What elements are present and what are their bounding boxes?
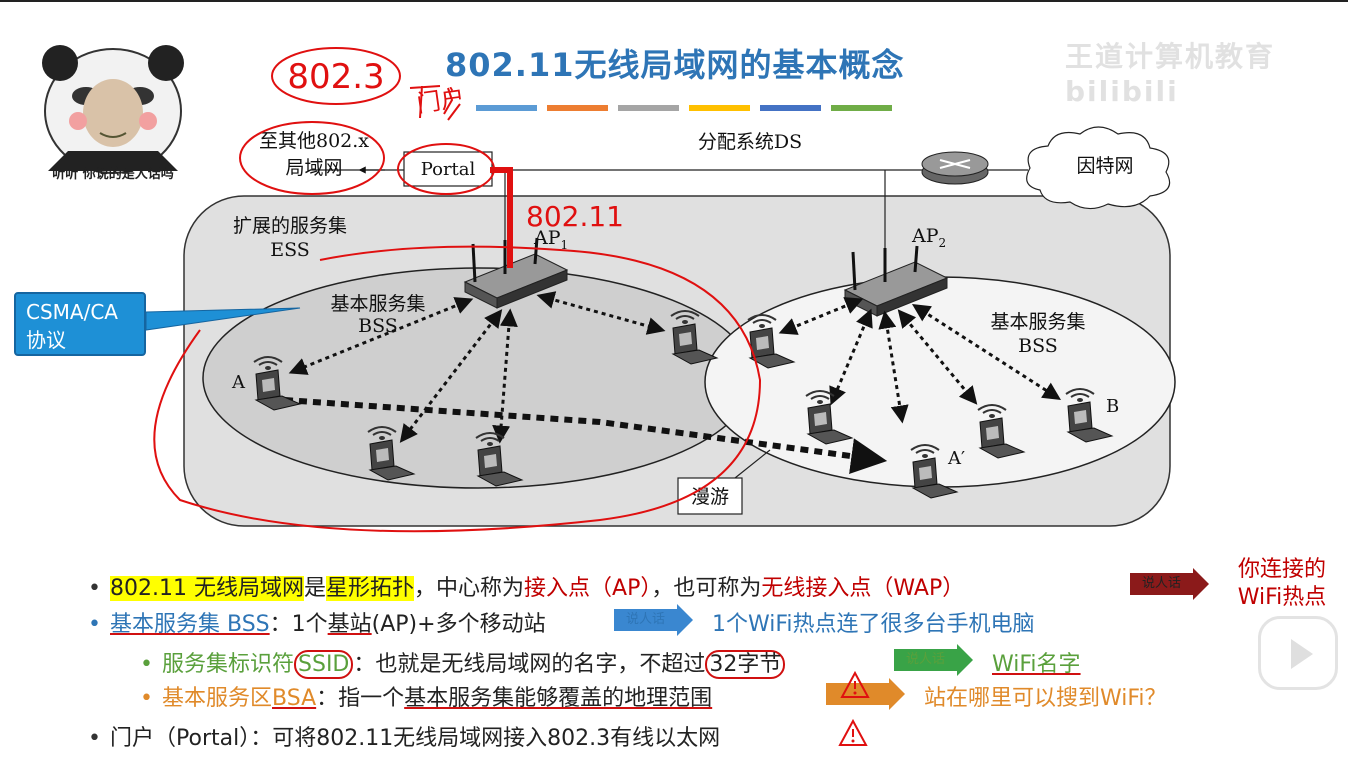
color-bar: [618, 105, 679, 111]
plain-talk-tag-3: 说人话: [894, 644, 974, 676]
text-also-called: ，也可称为: [651, 576, 762, 601]
warning-icon: [840, 670, 870, 698]
text-coverage: 基本服务集能够覆盖的地理范围: [404, 686, 713, 711]
text-center-called: ，中心称为: [414, 576, 525, 601]
station-b-label: B: [1106, 396, 1119, 417]
meme-caption: 听听 你说的是人话吗: [52, 167, 174, 182]
text-ap-plus: (AP)+多个移动站: [371, 612, 546, 637]
internet-label: 因特网: [1076, 155, 1133, 177]
plain-talk-tag-1: 说人话: [1130, 568, 1210, 600]
side-note-line2: WiFi热点: [1237, 585, 1327, 610]
slide-title: 802.11无线局域网的基本概念: [445, 46, 905, 84]
text-one: ：1个: [269, 612, 328, 637]
wlan-diagram: Portal 因特网 至其他802.x 局域网 分配系统DS 扩展的服务集 ES…: [145, 47, 1176, 533]
bullet-dot: •: [140, 652, 153, 677]
bullet-dot: •: [88, 576, 101, 601]
bss2-label-line2: BSS: [1018, 335, 1058, 357]
text-ssid-label: 服务集标识符: [162, 652, 295, 677]
ap2-label: AP2: [911, 225, 946, 250]
bullet-dot: •: [88, 612, 101, 637]
text-32bytes: 32字节: [705, 650, 786, 679]
bss-explain: 1个WiFi热点连了很多台手机电脑: [712, 612, 1035, 637]
hand-80211: 802.11: [526, 200, 624, 233]
ds-label: 分配系统DS: [698, 131, 802, 153]
station-a-prime-label: A′: [947, 448, 965, 469]
panda-meme-image: [42, 45, 184, 174]
roaming-label: 漫游: [691, 486, 729, 508]
ap1-label: AP1: [533, 227, 568, 252]
bsa-explain: 站在哪里可以搜到WiFi？: [924, 686, 1167, 711]
text-80211-wlan: 802.11 无线局域网: [110, 576, 304, 601]
ess-label-line2: ESS: [270, 239, 310, 261]
callout-line1: CSMA/CA: [26, 300, 118, 324]
color-bar: [831, 105, 892, 111]
to-other-lan-line1: 至其他802.x: [259, 130, 369, 152]
plain-talk-tag-2: 说人话: [614, 604, 694, 636]
text-bss: 基本服务集 BSS: [110, 612, 270, 637]
bullet-ap: • 802.11 无线局域网是星形拓扑，中心称为接入点（AP），也可称为无线接入点…: [88, 570, 964, 602]
bullet-dot: •: [88, 726, 101, 751]
color-bar: [760, 105, 821, 111]
text-ssid-desc: ：也就是无线局域网的名字，不超过: [353, 652, 706, 677]
bullet-portal: • 门户（Portal）：可将802.11无线局域网接入802.3有线以太网: [88, 720, 720, 752]
color-bar: [476, 105, 537, 111]
text-bsa: BSA: [272, 686, 317, 711]
ess-label-line1: 扩展的服务集: [233, 215, 347, 237]
to-other-lan-line2: 局域网: [285, 157, 342, 179]
color-bar: [547, 105, 608, 111]
tag-label: 说人话: [614, 609, 678, 631]
side-note-line1: 你连接的: [1237, 557, 1326, 582]
station-a-label: A: [231, 372, 246, 393]
text-ap: 接入点（AP）: [524, 576, 652, 601]
text-ssid: SSID: [294, 650, 354, 679]
portal-label: Portal: [421, 159, 476, 180]
warning-icon: [838, 718, 868, 746]
play-button[interactable]: [1258, 616, 1338, 690]
csma-ca-callout: CSMA/CA 协议: [14, 292, 146, 356]
text-wap: 无线接入点（WAP）: [761, 576, 965, 601]
bullet-bss: • 基本服务集 BSS：1个基站(AP)+多个移动站: [88, 606, 546, 638]
bss1-label-line1: 基本服务集: [330, 293, 425, 315]
text-base-station: 基站: [327, 612, 372, 637]
text-is: 是: [303, 576, 326, 601]
text-star-topology: 星形拓扑: [326, 576, 415, 601]
hand-menhu: 门户: [415, 84, 466, 118]
bss1-label-line2: BSS: [358, 315, 398, 337]
text-portal: 门户（Portal）：可将802.11无线局域网接入802.3有线以太网: [110, 726, 721, 751]
callout-line2: 协议: [26, 328, 66, 352]
title-color-bars: [476, 105, 892, 111]
tag-label: 说人话: [1130, 573, 1194, 595]
bullet-dot: •: [140, 686, 153, 711]
watermark: 王道计算机教育 bilibili: [1065, 40, 1276, 108]
bullet-bsa: • 基本服务区BSA：指一个基本服务集能够覆盖的地理范围: [140, 680, 712, 712]
text-refers: ：指一个: [316, 686, 405, 711]
bss2-label-line1: 基本服务集: [990, 311, 1085, 333]
tag-label: 说人话: [894, 649, 958, 671]
ssid-explain: WiFi名字: [992, 652, 1081, 677]
color-bar: [689, 105, 750, 111]
side-note: 你连接的 WiFi热点: [1222, 556, 1342, 612]
hand-8023: 802.3: [287, 57, 384, 97]
top-border: [0, 0, 1348, 2]
text-bsa-label: 基本服务区: [162, 686, 273, 711]
